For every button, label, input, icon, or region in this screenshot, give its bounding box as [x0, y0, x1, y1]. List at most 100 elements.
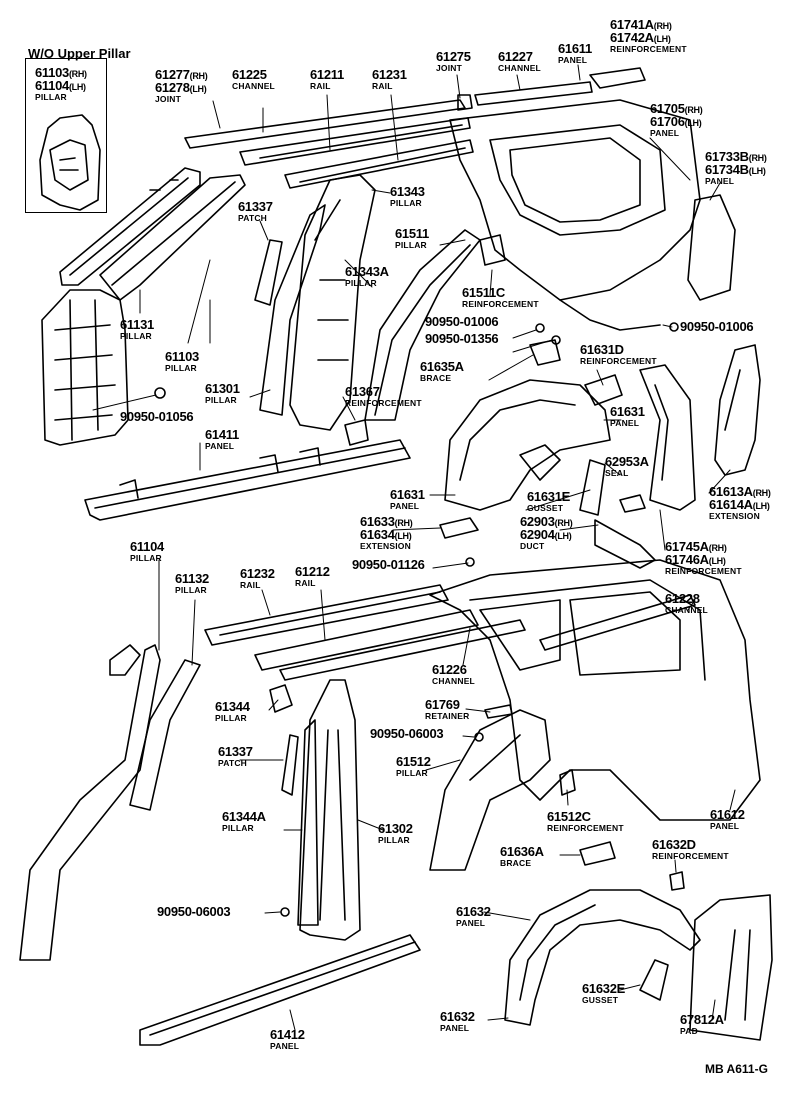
part-number-text: 61103	[165, 349, 199, 364]
part-number: 61631	[610, 405, 645, 418]
part-number-text: 61104	[130, 539, 164, 554]
part-name: REINFORCEMENT	[610, 44, 687, 54]
side-suffix: (LH)	[684, 118, 702, 128]
part-name: PANEL	[558, 55, 588, 65]
part-name: PILLAR	[395, 240, 427, 250]
part-name: CHANNEL	[432, 676, 475, 686]
part-number-text: 90950-06003	[370, 726, 444, 741]
part-number-text: 61227	[498, 49, 533, 64]
part-number-text: 61512	[396, 754, 431, 769]
part-name: BRACE	[500, 858, 532, 868]
part-number: 90950-06003	[157, 905, 231, 918]
part-name: PILLAR	[35, 92, 67, 102]
lower-left-pillar-part	[109, 644, 141, 676]
part-name: PANEL	[270, 1041, 300, 1051]
part-name: PILLAR	[175, 585, 207, 595]
part-number-text: 61344A	[222, 809, 266, 824]
rail-61212	[254, 609, 479, 671]
part-name: PANEL	[456, 918, 486, 928]
part-name: PILLAR	[130, 553, 162, 563]
part-name: PILLAR	[205, 395, 237, 405]
part-name: REINFORCEMENT	[580, 356, 657, 366]
part-name: BRACE	[420, 373, 452, 383]
part-number-text: 61632D	[652, 837, 696, 852]
side-suffix: (LH)	[752, 501, 770, 511]
part-number: 61411	[205, 428, 239, 441]
part-name: JOINT	[436, 63, 463, 73]
part-name: PILLAR	[215, 713, 247, 723]
side-suffix: (LH)	[748, 166, 766, 176]
pillar-61103	[99, 174, 246, 301]
part-number: 61614A(LH)	[709, 498, 771, 511]
seal-62953A	[619, 494, 646, 513]
part-number: 61511	[395, 227, 429, 240]
part-number-text: 61132	[175, 571, 209, 586]
part-number-text: 61104	[35, 78, 69, 93]
panel-61412	[139, 934, 421, 1046]
part-number: 61612	[710, 808, 745, 821]
part-number: 61631E	[527, 490, 570, 503]
inset-box-title: W/O Upper Pillar	[28, 46, 131, 61]
part-number: 61275	[436, 50, 471, 63]
side-suffix: (RH)	[68, 69, 87, 79]
part-name: DUCT	[520, 541, 545, 551]
pillar-61344	[269, 684, 293, 713]
part-number-text: 61614A	[709, 497, 753, 512]
part-name: PANEL	[205, 441, 235, 451]
part-name: REINFORCEMENT	[547, 823, 624, 833]
part-name: PANEL	[390, 501, 420, 511]
part-number-text: 61742A	[610, 30, 654, 45]
part-number-text: 61746A	[665, 552, 709, 567]
part-number: 61511C	[462, 286, 539, 299]
part-number: 61512	[396, 755, 431, 768]
part-number: 61211	[310, 68, 344, 81]
part-number-text: 61231	[372, 67, 407, 82]
part-name: PILLAR	[222, 823, 254, 833]
part-number-text: 90950-01006	[680, 319, 754, 334]
side-suffix: (LH)	[554, 531, 572, 541]
reinforcement-61511C	[479, 234, 506, 266]
leader-lines	[92, 64, 736, 1031]
part-number-text: 61631	[390, 487, 425, 502]
side-suffix: (RH)	[394, 518, 413, 528]
part-number-text: 61225	[232, 67, 267, 82]
part-number: 61512C	[547, 810, 624, 823]
part-number: 61636A	[500, 845, 544, 858]
part-number: 61343	[390, 185, 425, 198]
rail-61225	[184, 99, 466, 149]
part-number-text: 61613A	[709, 484, 753, 499]
panel-61411	[84, 439, 411, 521]
part-number-text: 61131	[120, 317, 154, 332]
part-number: 61344	[215, 700, 250, 713]
part-number-text: 62903	[520, 514, 555, 529]
part-number: 61212	[295, 565, 330, 578]
part-name: RETAINER	[425, 711, 470, 721]
panel-61733B	[687, 194, 736, 301]
part-number-text: 61411	[205, 427, 239, 442]
part-name: SEAL	[605, 468, 629, 478]
part-name: PILLAR	[120, 331, 152, 341]
inset-box	[25, 58, 107, 213]
part-number: 61104(LH)	[35, 79, 87, 92]
reinforcement-61512C	[559, 769, 576, 796]
side-suffix: (RH)	[684, 105, 703, 115]
part-name: PILLAR	[378, 835, 410, 845]
part-number: 61232	[240, 567, 275, 580]
part-number-text: 61612	[710, 807, 745, 822]
part-number-text: 61367	[345, 384, 380, 399]
part-name: PANEL	[440, 1023, 470, 1033]
part-number-text: 61769	[425, 697, 460, 712]
part-number: 61104	[130, 540, 164, 553]
part-number-text: 61632E	[582, 981, 626, 996]
part-name: GUSSET	[582, 995, 619, 1005]
part-number: 61226	[432, 663, 475, 676]
